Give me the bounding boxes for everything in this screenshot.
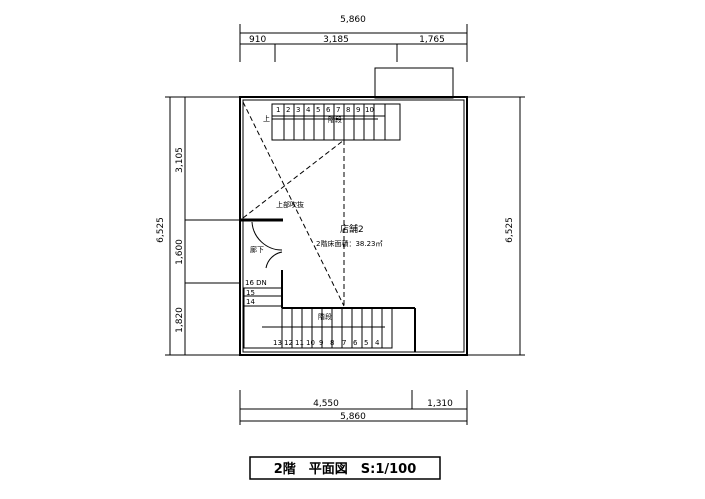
step-number: 2	[286, 106, 290, 114]
step-number: 8	[346, 106, 350, 114]
dim-top-c: 1,765	[419, 35, 445, 45]
stair-step-15: 15	[246, 289, 255, 297]
bottom-stair-label: 階段	[318, 312, 332, 321]
dim-bottom-total: 5,860	[340, 412, 366, 422]
dim-left-b: 1,600	[175, 239, 185, 265]
step-number: 3	[296, 106, 300, 114]
step-number: 1	[276, 106, 280, 114]
step-number: 7	[336, 106, 340, 114]
step-number: 6	[326, 106, 331, 114]
dim-top-b: 3,185	[323, 35, 349, 45]
dim-bottom-b: 1,310	[427, 399, 453, 409]
top-dimensions	[239, 24, 468, 99]
step-number: 4	[375, 339, 380, 347]
bottom-dimensions	[239, 390, 468, 425]
title-box	[249, 456, 441, 480]
dim-right-total: 6,525	[505, 217, 515, 243]
top-stair-numbers: 1 2 3 4 5 6 7 8 9 10	[276, 106, 374, 114]
step-number: 5	[364, 339, 368, 347]
void-dashed-lines	[242, 101, 345, 307]
step-number: 4	[306, 106, 311, 114]
dim-left-c: 1,820	[175, 307, 185, 333]
step-number: 7	[342, 339, 346, 347]
stair-dn-label: 16 DN	[245, 279, 267, 287]
step-number: 10	[306, 339, 315, 347]
step-number: 10	[365, 106, 374, 114]
step-number: 13	[273, 339, 282, 347]
void-label: 上部吹抜	[276, 200, 304, 209]
left-dimensions	[165, 96, 240, 356]
corridor-label: 廊下	[250, 245, 264, 254]
step-number: 6	[353, 339, 358, 347]
shop-label: 店舗2	[340, 223, 364, 235]
step-number: 11	[295, 339, 304, 347]
dim-left-a: 3,105	[175, 147, 185, 173]
dim-left-total: 6,525	[156, 217, 166, 243]
door-swing	[251, 221, 283, 251]
right-dimensions	[467, 96, 525, 356]
drawing-title: 2階 平面図 S:1/100	[274, 461, 417, 477]
bottom-stair	[243, 287, 393, 349]
step-number: 5	[316, 106, 320, 114]
step-number: 9	[356, 106, 360, 114]
stair-up-label: 上	[263, 114, 270, 123]
floor-area-label: 2階床面積：38.23㎡	[316, 239, 383, 248]
dim-top-total: 5,860	[340, 15, 366, 25]
stair-step-14: 14	[246, 298, 255, 306]
top-stair-label: 階段	[328, 115, 342, 124]
top-stair	[271, 103, 401, 141]
step-number: 9	[319, 339, 323, 347]
bottom-stair-numbers: 13 12 11 10 9 8 7 6 5 4	[273, 339, 380, 347]
dim-top-a: 910	[249, 35, 266, 45]
step-number: 8	[330, 339, 334, 347]
dim-bottom-a: 4,550	[313, 399, 339, 409]
step-number: 12	[284, 339, 293, 347]
door-swing-2	[265, 251, 283, 269]
